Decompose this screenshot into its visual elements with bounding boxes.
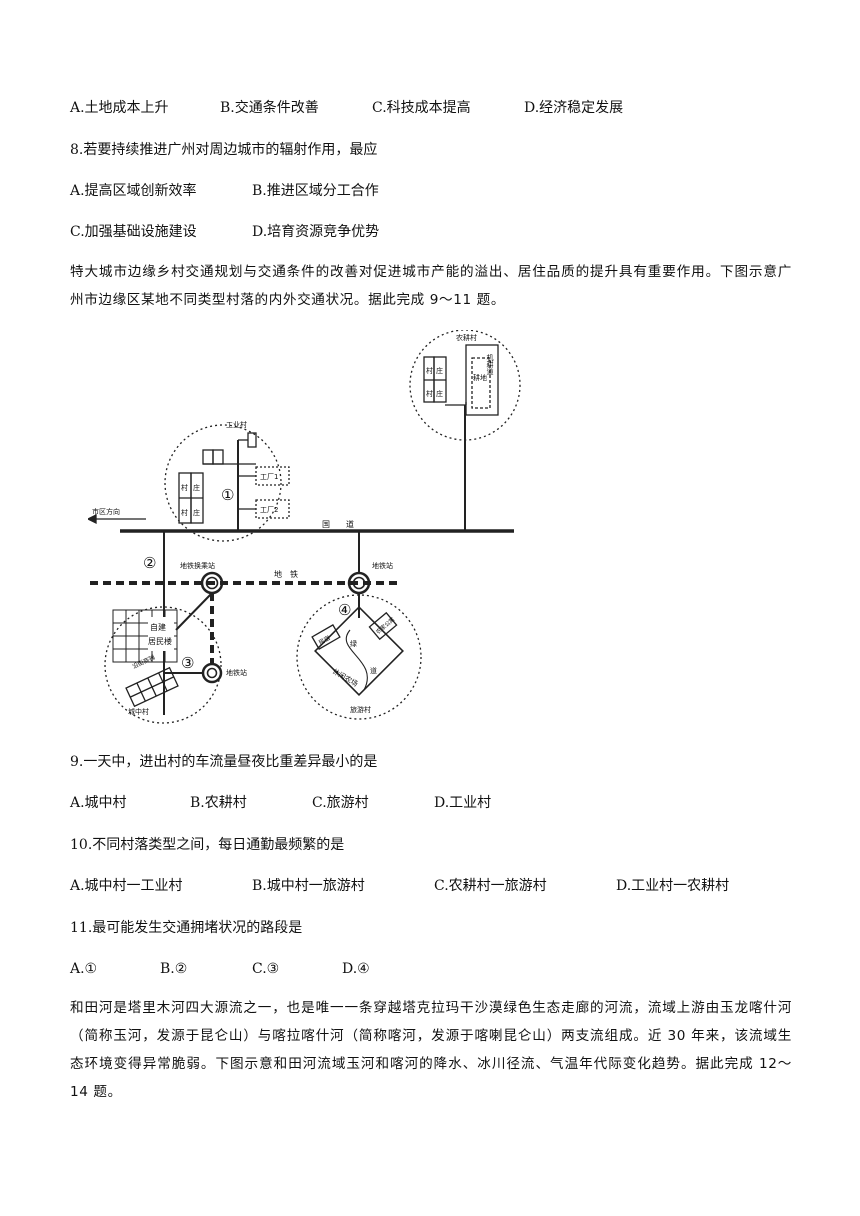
q9-option-d: D.工业村: [434, 795, 492, 811]
label-urban-village: 城中村: [128, 707, 149, 716]
q8-option-c: C.加强基础设施建设: [70, 224, 197, 240]
q10-option-b: B.城中村一旅游村: [252, 878, 365, 894]
q9-option-c: C.旅游村: [312, 795, 369, 811]
marker-4: ④: [338, 601, 351, 619]
label-street-shop: 沿街商铺: [131, 653, 156, 670]
q9-stem: 9.一天中，进出村的车流量昼夜比重差异最小的是: [70, 754, 378, 770]
label-farm-zhuang-1: 庄: [436, 366, 443, 375]
marker-3: ③: [181, 654, 194, 672]
q11-option-a: A.①: [70, 961, 98, 977]
label-leisure-farm: 休闲农场: [331, 667, 360, 689]
q10-option-c: C.农耕村一旅游村: [434, 878, 547, 894]
q7-option-c: C.科技成本提高: [372, 100, 471, 116]
q10-option-a: A.城中村一工业村: [70, 878, 183, 894]
label-city-direction: 市区方向: [92, 507, 120, 516]
label-metro: 地 铁: [274, 569, 298, 579]
label-factory-1: 工厂1: [260, 473, 278, 481]
label-metro-transfer: 地铁换乘站: [180, 561, 215, 570]
metro-station-3: [201, 662, 223, 684]
label-self-built: 自建: [150, 622, 166, 632]
label-farmland: 耕地: [473, 373, 487, 382]
label-tourism-village: 旅游村: [350, 705, 371, 714]
q8-option-d: D.培育资源竞争优势: [252, 224, 380, 240]
label-road: 道: [370, 666, 377, 675]
q7-option-a: A.土地成本上升: [70, 100, 169, 116]
label-factory-2: 工厂2: [260, 506, 278, 514]
label-machine-road: 机耕道: [486, 353, 494, 376]
label-metro-station-4: 地铁站: [372, 561, 393, 570]
q9-option-a: A.城中村: [70, 795, 127, 811]
q8-option-a: A.提高区域创新效率: [70, 183, 197, 199]
urban-village-circle: [104, 606, 222, 724]
label-metro-station-3: 地铁站: [226, 668, 247, 677]
label-national-road: 国 道: [322, 519, 354, 529]
q7-option-b: B.交通条件改善: [220, 100, 319, 116]
q9-option-b: B.农耕村: [190, 795, 247, 811]
q10-option-d: D.工业村一农耕村: [616, 878, 730, 894]
q8-stem: 8.若要持续推进广州对周边城市的辐射作用，最应: [70, 142, 378, 158]
label-village-zhuang-2: 庄: [193, 508, 200, 517]
label-green: 绿: [350, 639, 357, 648]
marker-2: ②: [143, 554, 156, 572]
village-traffic-figure: 农耕村 村 庄 村 庄 耕地 机耕道 工业村 村 庄 村 庄 工厂1 工厂2 市…: [88, 330, 521, 724]
industrial-village-circle: [164, 424, 282, 542]
q7-option-d: D.经济稳定发展: [524, 100, 624, 116]
label-farm-cun-2: 村: [426, 389, 433, 398]
passage-traffic: 特大城市边缘乡村交通规划与交通条件的改善对促进城市产能的溢出、居住品质的提升具有…: [70, 264, 792, 308]
passage-hotan-river: 和田河是塔里木河四大源流之一，也是唯一一条穿越塔克拉玛干沙漠绿色生态走廊的河流，…: [70, 1000, 792, 1100]
label-village-cun-2: 村: [181, 508, 188, 517]
marker-1: ①: [221, 486, 234, 504]
q11-option-c: C.③: [252, 961, 280, 977]
label-village-zhuang: 庄: [193, 483, 200, 492]
label-farm-village: 农耕村: [456, 333, 477, 342]
label-farm-cun-1: 村: [426, 366, 433, 375]
q10-stem: 10.不同村落类型之间，每日通勤最频繁的是: [70, 837, 345, 853]
q8-option-b: B.推进区域分工合作: [252, 183, 379, 199]
label-farm-zhuang-2: 庄: [436, 389, 443, 398]
label-village-cun: 村: [181, 483, 188, 492]
label-industrial-village: 工业村: [226, 420, 247, 429]
tourism-village-circle: [296, 594, 422, 720]
q11-stem: 11.最可能发生交通拥堵状况的路段是: [70, 920, 303, 936]
q11-option-b: B.②: [160, 961, 188, 977]
q11-option-d: D.④: [342, 961, 370, 977]
label-residential: 居民楼: [148, 636, 172, 646]
